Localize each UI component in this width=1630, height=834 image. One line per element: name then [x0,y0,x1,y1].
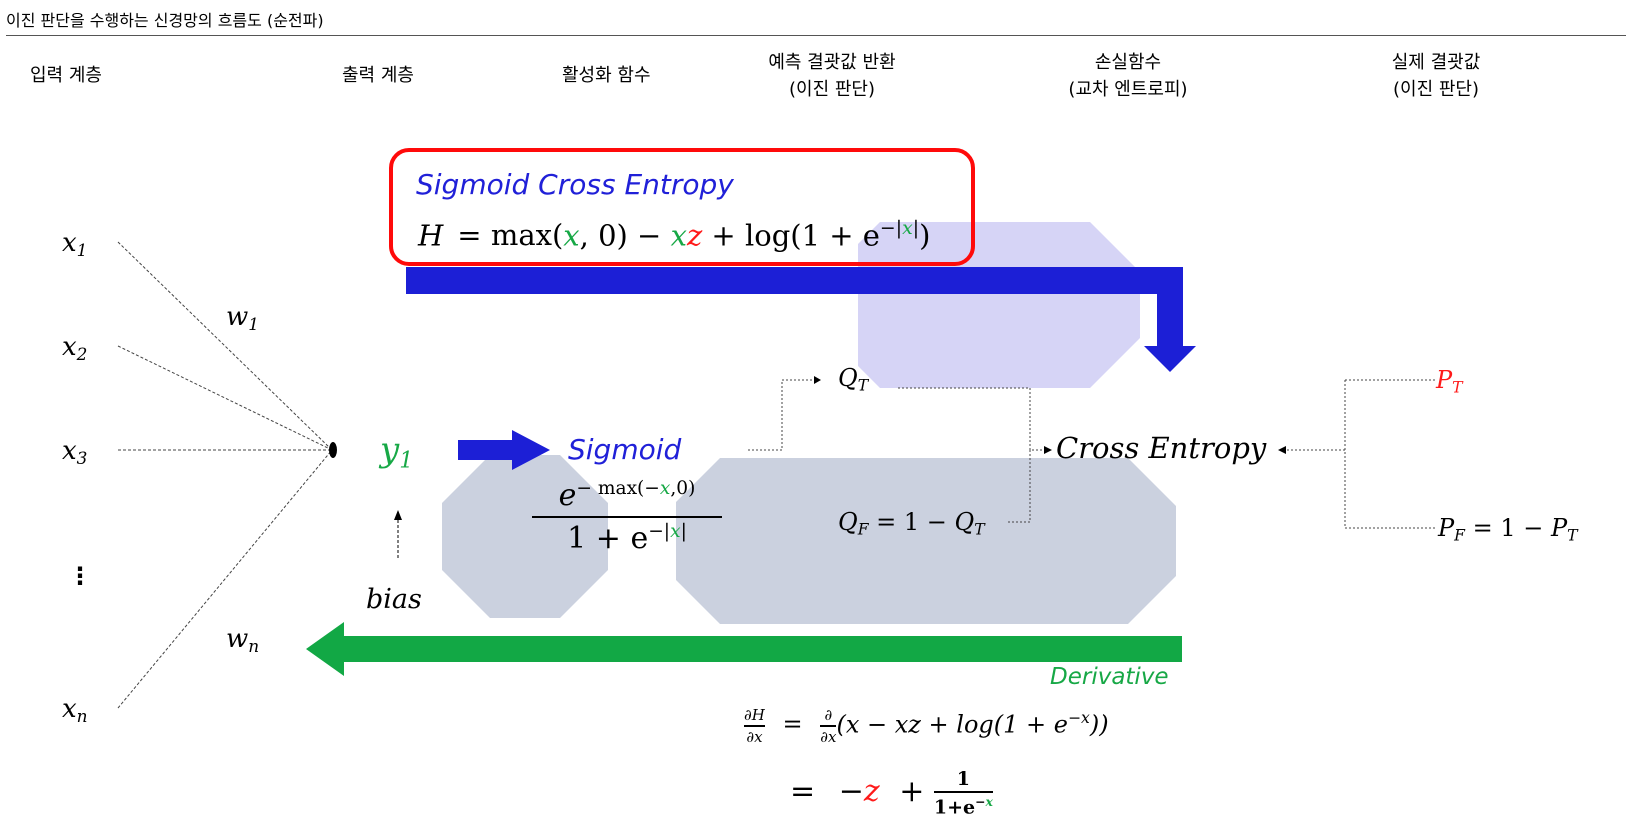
header-loss-line1: 손실함수 [1094,52,1162,73]
title-divider [6,35,1626,36]
edge-xn [117,449,333,709]
prediction-qf: QF = 1 − QT [838,508,985,539]
prediction-connectors [748,379,1436,529]
loss-in-arrowhead [1044,446,1052,454]
activation-highlight-gray [442,455,608,618]
weight-wn: wn [226,624,260,657]
sigmoid-cross-entropy-title: Sigmoid Cross Entropy [416,168,734,201]
activation-sigmoid-label: Sigmoid [568,433,682,466]
header-prediction-line1: 예측 결괏값 반환 [768,52,896,73]
bias-arrowhead [394,510,402,520]
weight-w1: w1 [226,302,260,335]
formula-exp-close: | [912,218,920,239]
header-actual: 실제 결괏값 (이진 판단) [1376,49,1496,103]
sigmoid-fraction: e− max(−x,0) 1 + e−|x| [532,478,722,556]
page-title: 이진 판단을 수행하는 신경망의 흐름도 (순전파) [6,11,324,30]
prediction-qt: QT [838,364,869,395]
output-y1: y1 [380,430,414,474]
prediction-highlight-gray [676,458,1176,624]
input-x2: x2 [62,332,88,365]
formula-plus-log: + log(1 + e [702,218,880,253]
formula-close: ) [919,218,931,253]
formula-x: x [563,218,580,253]
sigmoid-cross-entropy-box [389,148,975,266]
formula-xz-x: x [670,218,687,253]
header-loss: 손실함수 (교차 엔트로피) [1048,49,1208,103]
header-prediction-line2: (이진 판단) [788,79,875,100]
formula-comma-zero: , 0) − [579,218,671,253]
qt-arrowhead [814,376,821,384]
formula-exp-minus: −| [879,218,903,239]
sigmoid-denominator: 1 + e−|x| [567,521,687,557]
sigmoid-numerator: e− max(−x,0) [558,478,696,514]
formula-exp-x: x [902,218,913,239]
input-connections [117,241,333,709]
derivative-label: Derivative [1050,664,1169,690]
input-x1: x1 [62,228,88,261]
actual-pt: PT [1436,366,1463,397]
header-prediction: 예측 결괏값 반환 (이진 판단) [742,49,922,103]
formula-xz-z: z [686,218,703,253]
edge-x2 [117,345,333,451]
header-activation: 활성화 함수 [562,65,651,86]
loss-cross-entropy: Cross Entropy [1056,431,1267,465]
input-xn: xn [62,694,88,727]
formula-eq-max: = max( [457,218,564,253]
header-loss-line2: (교차 엔트로피) [1068,79,1188,100]
forward-arrow [458,430,550,470]
formula-h: H [418,218,444,253]
actual-pf: PF = 1 − PT [1438,514,1578,545]
loss-flow-arrow [406,267,1196,372]
summation-node [329,442,337,458]
input-ellipsis: ⋮ [68,562,92,590]
header-actual-line2: (이진 판단) [1392,79,1479,100]
input-x3: x3 [62,436,88,469]
actual-in-arrowhead [1278,446,1286,454]
backprop-arrow [306,622,1182,676]
header-actual-line1: 실제 결괏값 [1391,52,1481,73]
header-output-layer: 출력 계층 [342,65,414,86]
bias-label: bias [366,584,422,615]
header-input-layer: 입력 계층 [30,65,102,86]
derivative-line1: ∂H∂x = ∂∂x(x − xz + log(1 + e−x)) [744,706,1109,746]
edge-x1 [117,241,333,451]
sigmoid-cross-entropy-formula: H= max(x, 0) − xz + log(1 + e−|x|) [418,218,930,252]
